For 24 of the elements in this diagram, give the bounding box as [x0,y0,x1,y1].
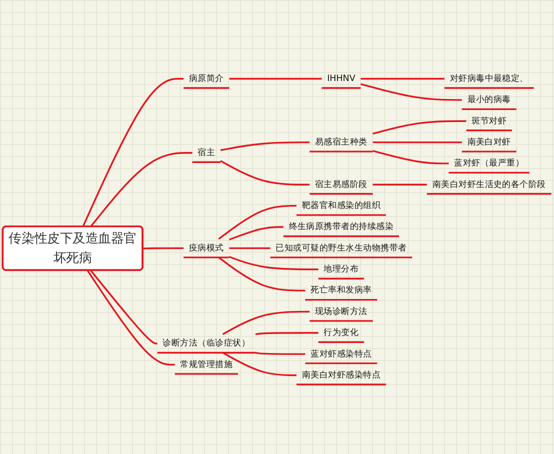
branch-line [229,247,270,250]
branch-line [372,141,462,144]
branch-line [220,141,310,152]
branch-line [222,310,310,335]
branch-line [229,78,322,80]
branch-line [360,78,444,80]
branch-line [228,226,284,240]
branch-line [372,184,427,186]
branch-line [86,270,175,366]
branch-line [142,247,184,250]
branch-line [90,152,192,228]
branch-line [220,160,310,186]
branch-line [218,256,306,292]
branch-line [372,150,449,164]
branch-line [82,78,184,228]
branch-line [255,352,306,355]
branch-line [360,83,462,101]
branch-line [218,204,296,240]
branch-line [372,120,466,135]
branch-line [222,352,296,376]
central-topic-box: 传染性皮下及造血器官坏死病 [2,226,144,271]
branch-line [255,332,318,336]
branch-line [90,270,158,344]
branch-line [228,256,318,270]
